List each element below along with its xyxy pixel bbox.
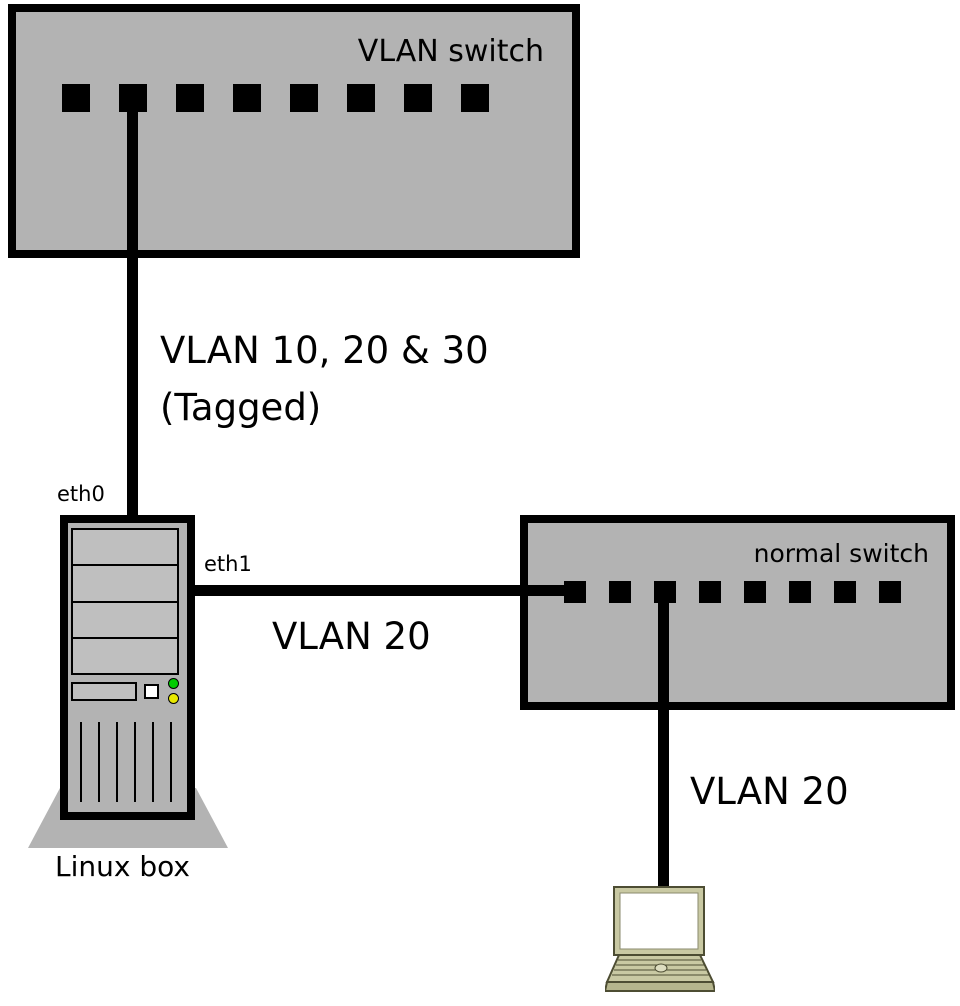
vlan20-link-label-access: VLAN 20 — [690, 770, 849, 813]
linux-box-label: Linux box — [55, 850, 190, 883]
switch-port — [461, 84, 489, 112]
eth1-link-line — [190, 585, 575, 596]
vlan-switch-ports — [62, 84, 489, 112]
drive-bay — [73, 639, 177, 673]
switch-port — [879, 581, 901, 603]
switch-port — [744, 581, 766, 603]
drive-bays — [71, 528, 179, 675]
vent-line — [134, 722, 136, 802]
vent-line — [170, 722, 172, 802]
switch-port — [834, 581, 856, 603]
drive-bay — [73, 530, 177, 567]
normal-switch-label: normal switch — [753, 539, 929, 568]
switch-port — [789, 581, 811, 603]
eth0-label: eth0 — [57, 482, 105, 506]
access-link-line — [658, 600, 669, 895]
vlan-switch-label: VLAN switch — [357, 34, 544, 69]
linux-box-tower — [60, 515, 195, 820]
trunk-link-line — [127, 100, 138, 525]
trunk-link-label-line1: VLAN 10, 20 & 30 — [160, 329, 489, 372]
vent-line — [80, 722, 82, 802]
led-green — [168, 678, 179, 689]
switch-port — [699, 581, 721, 603]
vlan-switch: VLAN switch — [8, 4, 580, 258]
trunk-link-label: VLAN 10, 20 & 30 (Tagged) — [160, 322, 489, 436]
switch-port — [654, 581, 676, 603]
switch-port — [62, 84, 90, 112]
vlan20-link-label-eth1: VLAN 20 — [272, 615, 431, 658]
switch-port — [233, 84, 261, 112]
led-yellow — [168, 693, 179, 704]
vent-line — [98, 722, 100, 802]
tower-vents — [80, 722, 172, 802]
trunk-link-label-line2: (Tagged) — [160, 386, 322, 429]
switch-port — [290, 84, 318, 112]
power-button — [144, 684, 159, 699]
drive-bay — [73, 566, 177, 603]
laptop-icon — [603, 885, 717, 1002]
switch-port — [347, 84, 375, 112]
laptop-svg — [603, 886, 717, 992]
switch-port — [404, 84, 432, 112]
vent-line — [152, 722, 154, 802]
floppy-slot — [71, 682, 137, 701]
normal-switch: normal switch — [520, 515, 955, 710]
eth1-label: eth1 — [204, 552, 252, 576]
switch-port — [609, 581, 631, 603]
vent-line — [116, 722, 118, 802]
normal-switch-ports — [564, 581, 901, 603]
drive-bay — [73, 603, 177, 639]
switch-port — [176, 84, 204, 112]
